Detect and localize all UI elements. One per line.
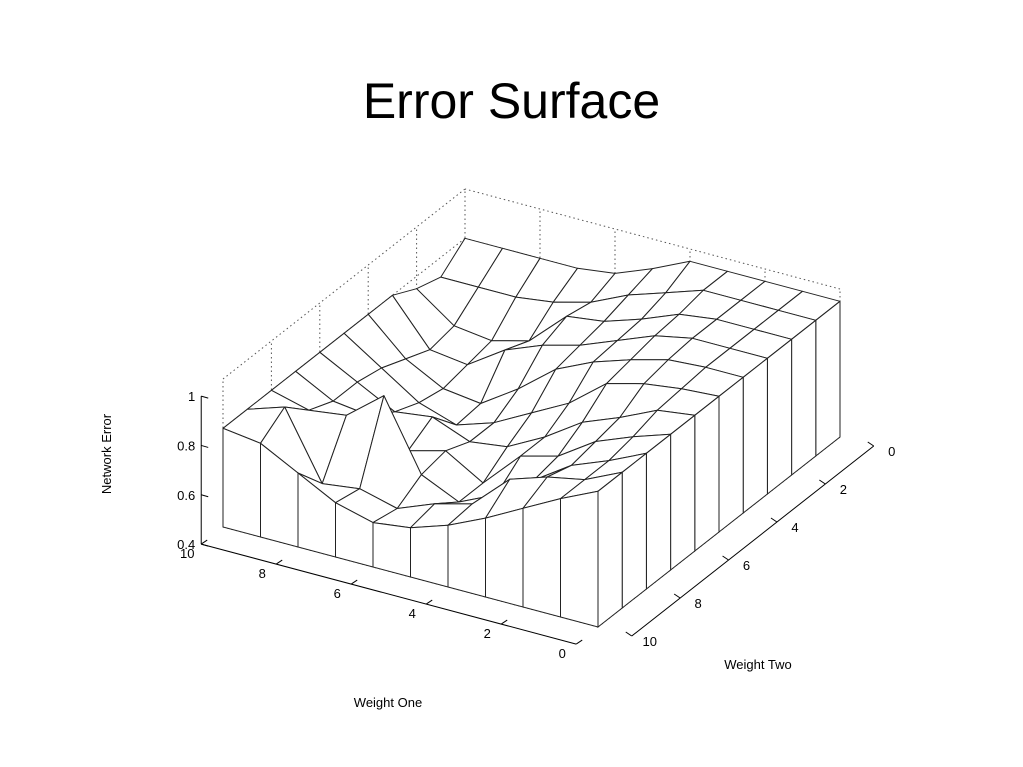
z-tick: [201, 395, 209, 399]
surface-skirt: [222, 427, 261, 538]
y-tick-label: 8: [695, 596, 702, 611]
y-axis-label: Weight Two: [724, 657, 791, 672]
y-tick-label: 4: [791, 520, 798, 535]
surface-skirt: [447, 517, 486, 598]
x-tick-label: 10: [180, 546, 194, 561]
x-tick-label: 8: [259, 566, 266, 581]
surface-skirt: [621, 452, 647, 610]
grid-line: [464, 188, 841, 290]
surface-skirt: [522, 497, 561, 618]
surface-skirt: [560, 490, 599, 628]
z-tick-label: 1: [188, 389, 195, 404]
z-tick-label: 0.8: [177, 438, 195, 453]
x-tick-label: 0: [559, 646, 566, 661]
slide-title: Error Surface: [362, 73, 661, 129]
surface-skirt: [718, 376, 744, 534]
y-tick-label: 10: [643, 634, 657, 649]
x-axis-label: Weight One: [354, 695, 422, 710]
x-tick: [425, 599, 433, 605]
y-tick: [673, 593, 681, 599]
z-tick-label: 0.6: [177, 488, 195, 503]
x-axis-line: [201, 543, 577, 645]
surface-skirt: [694, 395, 720, 553]
y-tick-label: 6: [743, 558, 750, 573]
y-tick-label: 0: [888, 444, 895, 459]
surface-skirt: [670, 414, 696, 572]
surface-skirt: [485, 507, 524, 608]
x-tick: [275, 559, 283, 565]
surface-skirt: [645, 433, 672, 591]
surface: [222, 237, 841, 629]
y-tick: [867, 441, 875, 447]
x-tick: [500, 619, 508, 625]
y-tick: [722, 555, 729, 561]
z-tick: [201, 494, 209, 498]
surface-skirt: [597, 471, 623, 629]
surface-skirt: [766, 338, 793, 496]
surface-skirt: [410, 524, 449, 588]
z-tick: [201, 543, 209, 547]
y-axis-line: [631, 445, 875, 637]
x-tick-label: 2: [484, 626, 491, 641]
surface-skirt: [815, 300, 841, 458]
surface-skirt: [742, 357, 768, 515]
y-tick: [819, 479, 826, 485]
grid-line: [222, 188, 466, 380]
x-tick-label: 6: [334, 586, 341, 601]
z-tick: [201, 444, 209, 448]
surface-skirt: [791, 319, 817, 477]
y-tick-label: 2: [840, 482, 847, 497]
z-axis-label: Network Error: [99, 413, 114, 494]
x-tick-label: 4: [409, 606, 416, 621]
y-tick: [625, 631, 633, 637]
x-tick: [350, 579, 358, 585]
z-tick-label: 0.4: [177, 537, 195, 552]
y-tick: [770, 517, 778, 523]
x-tick: [575, 639, 583, 645]
x-tick: [200, 539, 208, 545]
surface-skirt: [372, 522, 411, 578]
